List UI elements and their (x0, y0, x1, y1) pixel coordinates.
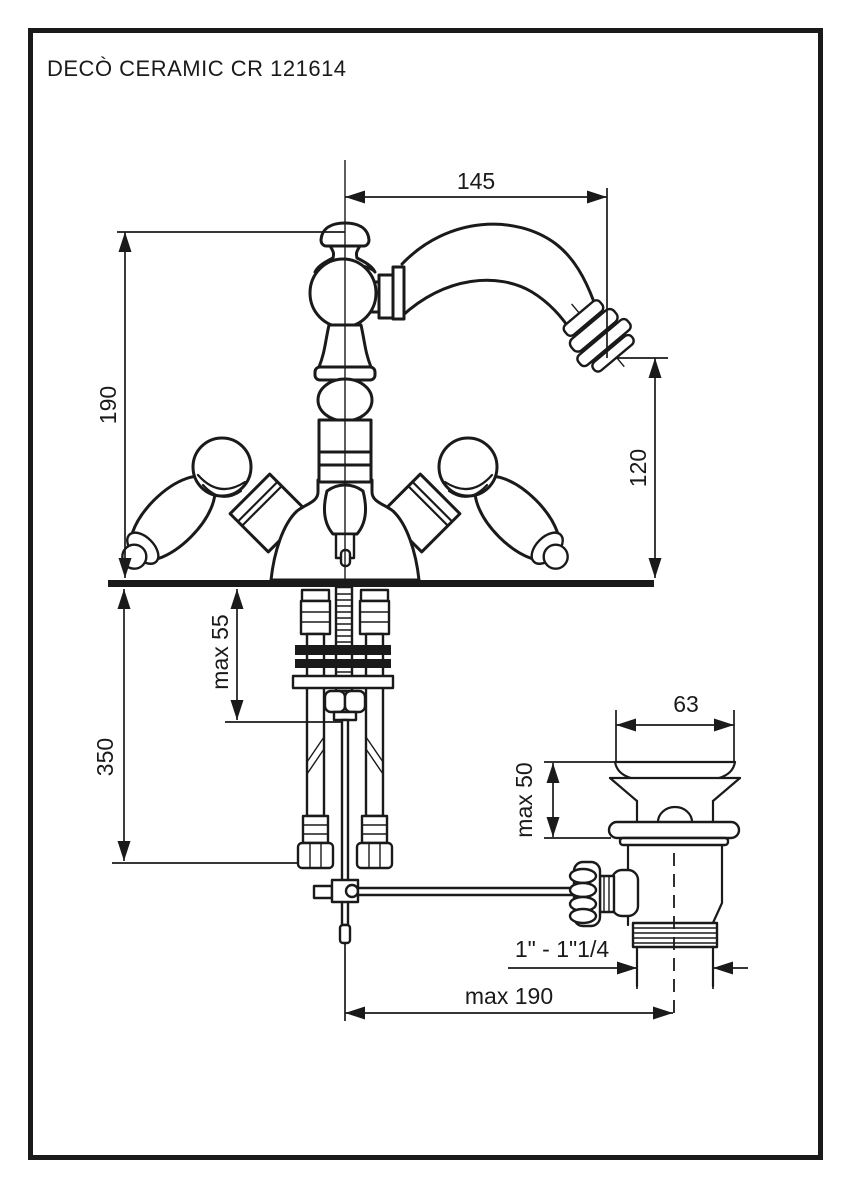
clamp-washer-bottom (295, 659, 391, 668)
faucet-column (308, 221, 378, 484)
left-handle (121, 436, 310, 570)
spout (400, 222, 596, 304)
dim-label-spout-reach: 145 (457, 168, 495, 194)
dim-label-waste-max-height: max 50 (511, 762, 537, 837)
clamp-washer-top (295, 645, 391, 655)
dim-label-flange-diameter: 63 (673, 691, 699, 717)
mounting-deck-line (108, 580, 654, 587)
popup-waste (568, 760, 742, 1016)
dim-label-max-deck-thickness: max 55 (207, 614, 233, 689)
dim-label-hose-length: 350 (92, 738, 118, 776)
drawing-border (28, 28, 823, 1160)
dimension-lines (112, 188, 748, 1021)
waste-flange (607, 820, 741, 840)
waste-lever-nut (568, 860, 640, 928)
dimension-labels: 145 190 120 max 55 350 63 max 50 1" - 1"… (92, 168, 699, 1009)
spout-aerator-rings (562, 299, 635, 373)
horseshoe-plate (291, 674, 395, 690)
fixing-nut (323, 689, 367, 722)
supply-hose-right (355, 588, 394, 870)
dim-label-height-above-deck: 190 (95, 386, 121, 424)
faucet-body (121, 160, 635, 586)
dim-label-spout-height: 120 (625, 449, 651, 487)
supply-hose-left (296, 588, 335, 870)
dim-label-max-rod-reach: max 190 (465, 983, 553, 1009)
product-title: DECÒ CERAMIC CR 121614 (47, 56, 347, 81)
dim-label-thread-size: 1" - 1"1/4 (515, 936, 610, 962)
